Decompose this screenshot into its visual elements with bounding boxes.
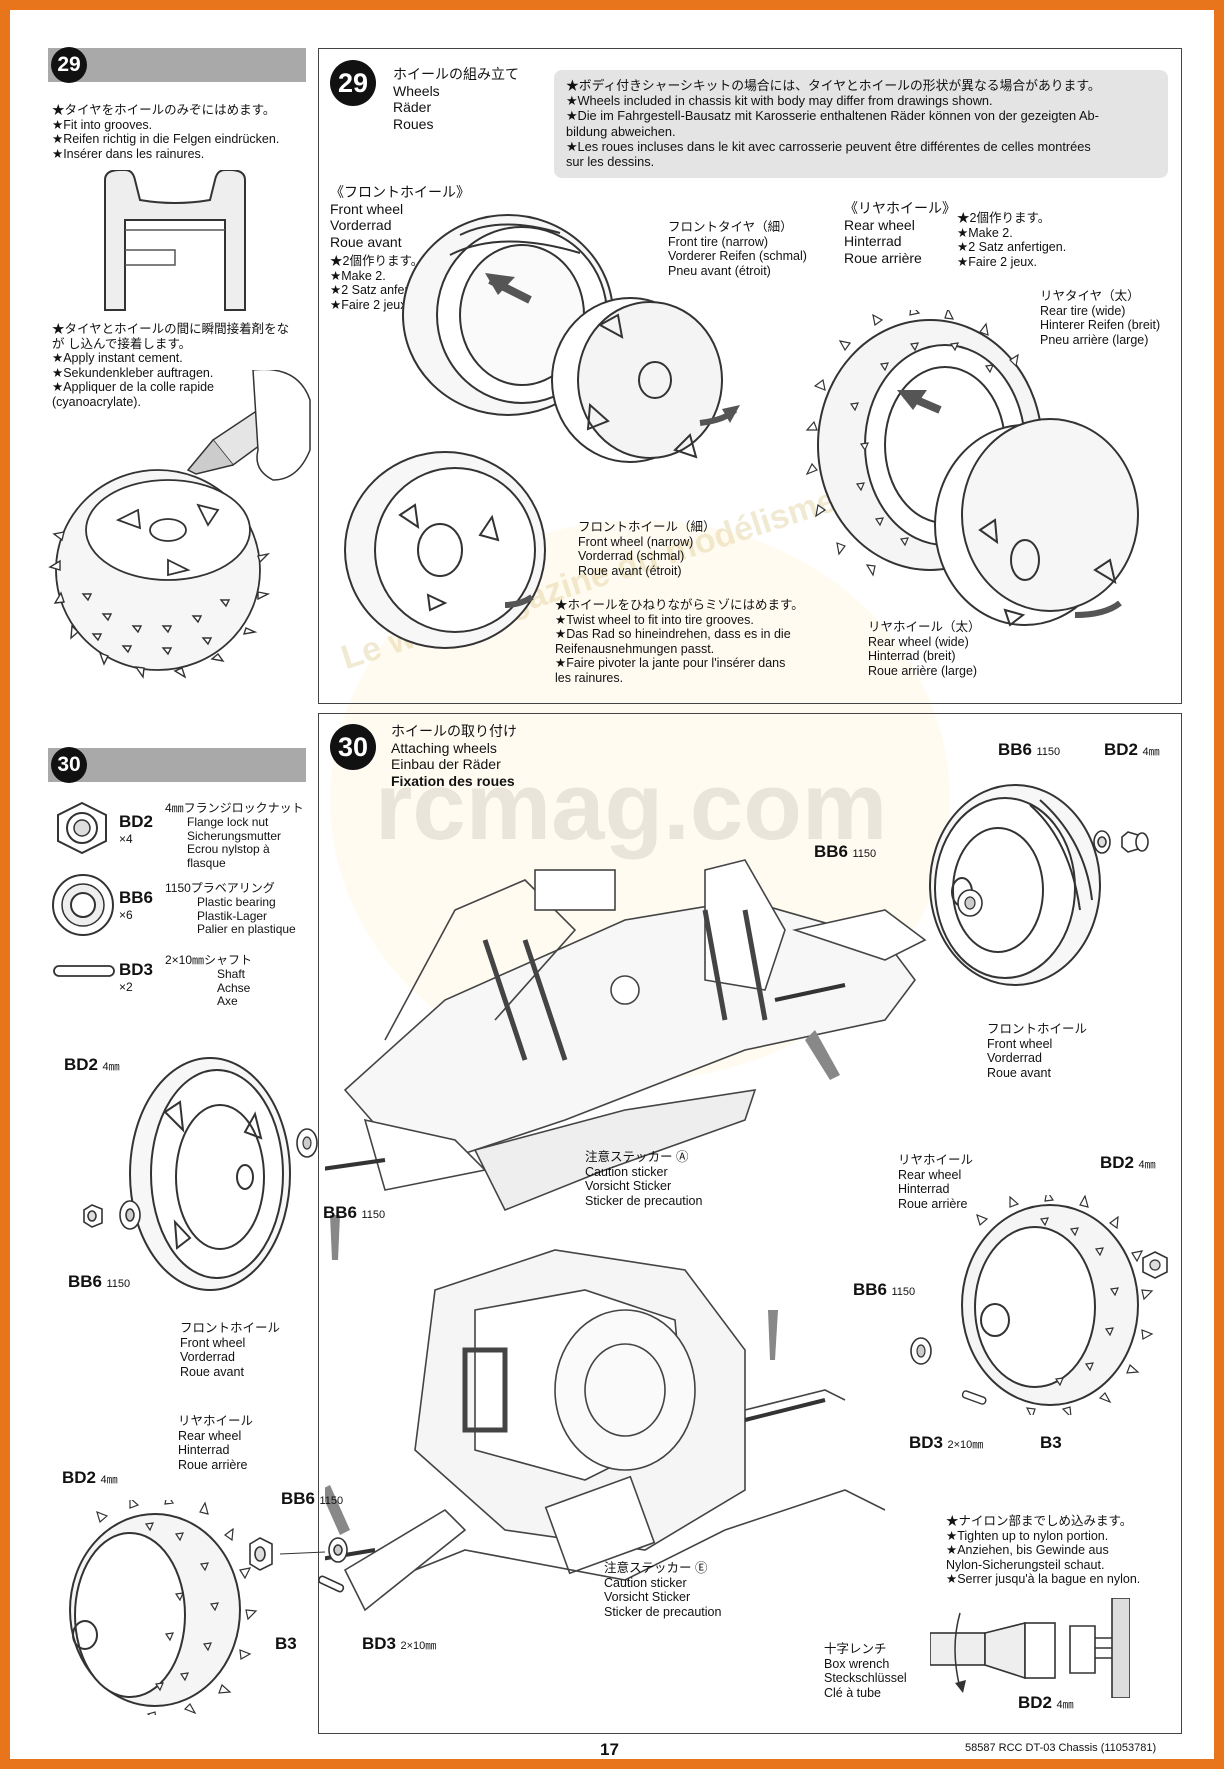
- step30-left-number: 30: [51, 747, 87, 783]
- step29-number: 29: [330, 60, 376, 106]
- box-wrench-illustration: [930, 1598, 1130, 1698]
- bd2-label-front-left: BD2 4㎜: [64, 1055, 120, 1074]
- step29-left-number: 29: [51, 47, 87, 83]
- bd2-part-desc: 4㎜フランジロックナット Flange lock nut Sicherungsm…: [165, 801, 304, 871]
- bb6-label-front-left-axle: BB6 1150: [323, 1203, 386, 1222]
- tighten-instruction: ★ナイロン部までしめ込みます。 ★Tighten up to nylon por…: [946, 1514, 1141, 1587]
- front-wheel-narrow-label: フロントホイール（細） Front wheel (narrow) Vorderr…: [578, 520, 716, 578]
- rear-right-shaft-icon: [961, 1390, 987, 1405]
- rear-right-nut-icon: [1142, 1251, 1168, 1279]
- bd3-part-code: BD3 ×2: [119, 960, 154, 994]
- bb6-label-rear-left: BB6 1150: [281, 1489, 344, 1508]
- bd2-label-wrench: BD2 4㎜: [1018, 1693, 1074, 1712]
- b3-label-rear-right: B3: [1040, 1433, 1062, 1452]
- rear-make-2: ★2個作ります。 ★Make 2. ★2 Satz anfertigen. ★F…: [957, 211, 1067, 269]
- front-left-bearing-icon: [296, 1128, 318, 1158]
- step30-left-header: [48, 748, 306, 782]
- step30-panel: [318, 713, 1182, 1734]
- cement-tire-illustration: [48, 370, 311, 679]
- step30-number: 30: [330, 724, 376, 770]
- b3-label-rear-left: B3: [275, 1634, 297, 1653]
- rear-wheel-right-illustration: [961, 1195, 1154, 1415]
- step29-title: ホイールの組み立て Wheels Räder Roues: [393, 66, 519, 132]
- rear-tire-label: リヤタイヤ（太） Rear tire (wide) Hinterer Reife…: [1040, 289, 1161, 347]
- page-number: 17: [600, 1740, 619, 1759]
- front-wheel-heading: 《フロントホイール》 Front wheel Vorderrad Roue av…: [330, 184, 470, 250]
- rear-right-bearing-icon: [910, 1337, 932, 1365]
- bb6-label-rear-right: BB6 1150: [853, 1280, 916, 1299]
- rear-wheel-heading: 《リヤホイール》 Rear wheel Hinterrad Roue arriè…: [844, 200, 956, 266]
- rear-wheel-wide-label: リヤホイール（太） Rear wheel (wide) Hinterrad (b…: [868, 620, 981, 678]
- product-code: 58587 RCC DT-03 Chassis (11053781): [965, 1742, 1157, 1754]
- front-right-bearing-icon: [957, 889, 983, 917]
- step29-left-header: [48, 48, 306, 82]
- box-wrench-label: 十字レンチ Box wrench Steckschlüssel Clé à tu…: [824, 1642, 907, 1700]
- bd2-label-front-right: BD2 4㎜: [1104, 740, 1160, 759]
- rear-wheel-assembly-illustration: [805, 310, 1139, 627]
- front-make-2: ★2個作ります。 ★Make 2. ★2 Satz anfertigen. ★F…: [330, 254, 440, 312]
- bd3-label-rear-right: BD3 2×10㎜: [909, 1433, 984, 1452]
- front-wheel-right-illustration: [929, 784, 1101, 986]
- front-wheel-left-label: フロントホイール Front wheel Vorderrad Roue avan…: [180, 1321, 281, 1379]
- bb6-label-front-center: BB6 1150: [814, 842, 877, 861]
- plastic-bearing-icon: [52, 874, 114, 936]
- front-right-hardware-icon: [1093, 830, 1149, 854]
- watermark-main: rcmag.com: [375, 753, 888, 860]
- rear-left-hardware-icon: [249, 1537, 348, 1593]
- rear-wheel-left-label: リヤホイール Rear wheel Hinterrad Roue arrière: [178, 1414, 254, 1472]
- front-wheel-left-illustration: [129, 1057, 291, 1291]
- bb6-label-front-right: BB6 1150: [998, 740, 1061, 759]
- bd2-label-rear-left: BD2 4㎜: [62, 1468, 118, 1487]
- rear-wheel-left-illustration: [69, 1500, 258, 1715]
- left29-fit-text: ★タイヤをホイールのみぞにはめます。 ★Fit into grooves. ★R…: [52, 103, 280, 161]
- bd3-label-rear-left: BD3 2×10㎜: [362, 1634, 437, 1653]
- front-tire-label: フロントタイヤ（細） Front tire (narrow) Vorderer …: [668, 220, 807, 278]
- bb6-part-desc: 1150プラベアリング Plastic bearing Plastik-Lage…: [165, 881, 296, 937]
- bd3-part-desc: 2×10㎜シャフト Shaft Achse Axe: [165, 953, 253, 1009]
- bb6-label-front-left-lower: BB6 1150: [68, 1272, 131, 1291]
- front-wheel-right-label: フロントホイール Front wheel Vorderrad Roue avan…: [987, 1022, 1088, 1080]
- bb6-part-code: BB6 ×6: [119, 888, 154, 922]
- step30-title: ホイールの取り付け Attaching wheels Einbau der Rä…: [391, 723, 517, 789]
- chassis-kit-notice: ★ボディ付きシャーシキットの場合には、タイヤとホイールの形状が異なる場合がありま…: [554, 70, 1168, 178]
- bd2-label-rear-right: BD2 4㎜: [1100, 1153, 1156, 1172]
- rim-cross-section-illustration: [104, 170, 246, 311]
- shaft-icon: [53, 965, 115, 977]
- left29-cement-text: ★タイヤとホイールの間に瞬間接着剤をな が し込んで接着します。 ★Apply …: [52, 322, 290, 409]
- bd2-part-code: BD2 ×4: [119, 812, 154, 846]
- front-left-hardware-icon: [83, 1200, 141, 1230]
- caution-sticker-e-label: 注意ステッカー Ⓔ Caution sticker Vorsicht Stick…: [604, 1561, 722, 1619]
- front-wheel-assembly-illustration: [344, 214, 740, 649]
- caution-sticker-a-label: 注意ステッカー Ⓐ Caution sticker Vorsicht Stick…: [585, 1150, 703, 1208]
- step29-panel: [318, 48, 1182, 704]
- twist-wheel-instruction: ★ホイールをひねりながらミゾにはめます。 ★Twist wheel to fit…: [555, 598, 804, 685]
- chassis-illustration: [325, 859, 927, 1612]
- rear-wheel-right-label: リヤホイール Rear wheel Hinterrad Roue arrière: [898, 1153, 974, 1211]
- flange-lock-nut-icon: [57, 801, 107, 855]
